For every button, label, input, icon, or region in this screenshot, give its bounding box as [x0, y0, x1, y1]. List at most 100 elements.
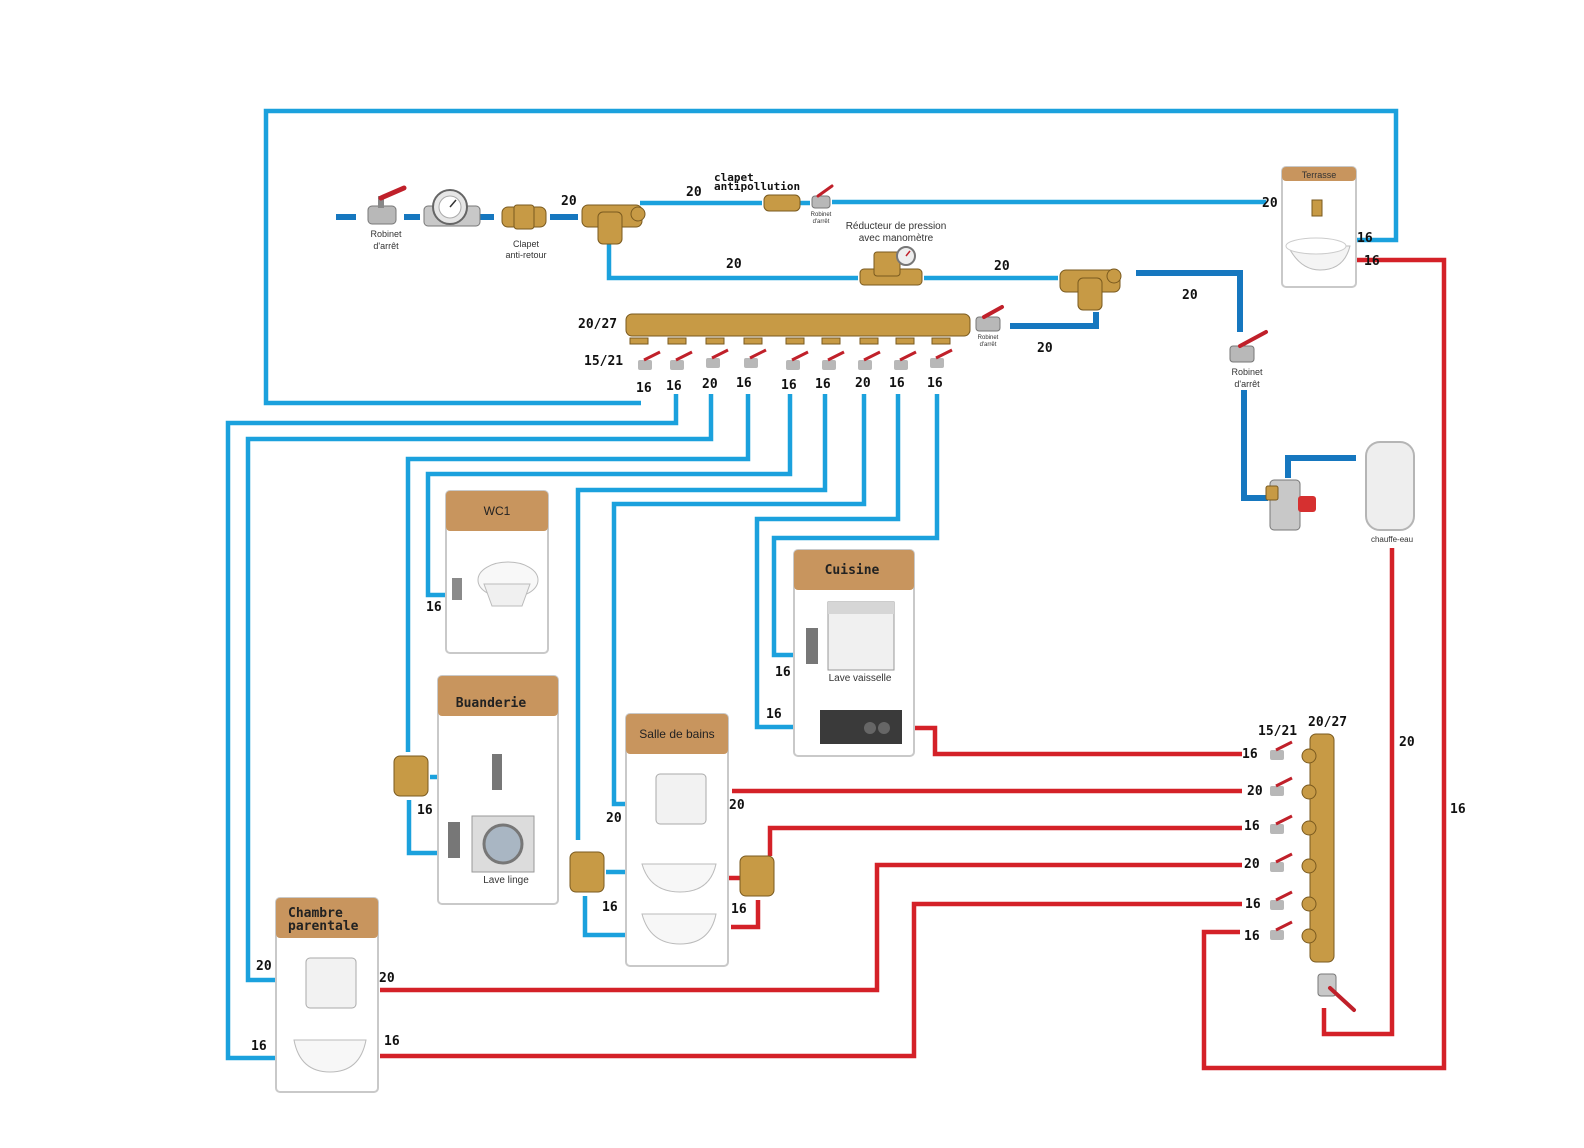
pipe-sdb-b	[582, 896, 626, 938]
room-buanderie	[393, 675, 559, 905]
check-valve-icon	[501, 204, 547, 230]
antipollution-label-1: clapet	[714, 171, 754, 184]
heater-valve-label-2: d'arrêt	[1234, 379, 1260, 389]
room-terrasse-title: Terrasse	[1302, 170, 1337, 180]
size-label: 16	[775, 665, 791, 680]
size-labels: 20 20 20 20 20 20 20 20/27 15/21 16 16 1…	[251, 185, 1466, 1054]
size-label: 20	[561, 194, 577, 209]
size-label: 20/27	[1308, 715, 1347, 730]
pipe-hot-cuisine	[914, 725, 1242, 757]
main-valve-label-2: d'arrêt	[373, 241, 399, 251]
size-label: 20	[994, 259, 1010, 274]
pipe-outlet-3	[245, 394, 714, 983]
size-label: 16	[736, 376, 752, 391]
size-label: 16	[927, 376, 943, 391]
size-label: 16	[815, 377, 831, 392]
water-heater-label: chauffe-eau	[1371, 535, 1413, 544]
size-label: 16	[251, 1039, 267, 1054]
room-chambre-title-1: Chambre	[288, 906, 343, 921]
water-meter-icon	[423, 189, 481, 227]
size-label: 20	[1399, 735, 1415, 750]
collector-end-valve-icon	[975, 305, 1004, 332]
reducer-label-2: avec manomètre	[859, 233, 934, 244]
heater-valve-icon	[1229, 330, 1268, 363]
size-label: 20	[1037, 341, 1053, 356]
cold-pipes	[225, 108, 1399, 1061]
washer-label: Lave linge	[483, 875, 529, 886]
small-valve-icon	[811, 184, 834, 209]
size-label: 15/21	[584, 354, 623, 369]
pipe-outlet-4	[405, 394, 751, 752]
size-label: 16	[766, 707, 782, 722]
pipe-heater-c	[1285, 455, 1356, 478]
size-label: 20	[729, 798, 745, 813]
size-label: 20	[379, 971, 395, 986]
pipe-loop-terrasse	[263, 108, 1399, 406]
size-label: 16	[602, 900, 618, 915]
room-chambre-title-2: parentale	[288, 919, 359, 934]
size-label: 16	[1357, 231, 1373, 246]
pipe-outlet-2	[225, 394, 679, 1061]
hot-collector-valves	[1270, 740, 1293, 940]
size-label: 16	[781, 378, 797, 393]
size-label: 16	[1364, 254, 1380, 269]
room-sdb	[569, 713, 775, 967]
pipe-hot-sdb-basins	[767, 825, 1242, 856]
size-label: 16	[1244, 819, 1260, 834]
size-label: 20	[855, 376, 871, 391]
size-label: 20/27	[578, 317, 617, 332]
size-label: 16	[666, 379, 682, 394]
pipe-hot-terrasse	[1201, 257, 1447, 1071]
pipe-hot-chambre-shower	[380, 862, 1242, 993]
antipollution-valve-icon	[763, 194, 801, 212]
room-cuisine	[793, 549, 915, 757]
size-label: 16	[731, 902, 747, 917]
pipe-terrasse-feed	[640, 199, 1266, 206]
room-buanderie-title: Buanderie	[456, 696, 527, 711]
pipe-collector-feed	[1010, 312, 1099, 329]
pipe-reducer	[606, 240, 1058, 281]
hot-collector-icon	[1301, 733, 1335, 963]
pipe-hot-sdb-b	[731, 900, 761, 930]
collector-valves	[638, 348, 953, 370]
pipe-hot-heater	[1321, 548, 1395, 1037]
size-label: 16	[417, 803, 433, 818]
tee-fitting-icon	[1059, 268, 1122, 311]
dishwasher-label: Lave vaisselle	[829, 673, 892, 684]
cold-collector-icon	[625, 313, 971, 345]
size-label: 20	[726, 257, 742, 272]
reducer-label-1: Réducteur de pression	[846, 221, 947, 232]
main-valve-label-1: Robinet	[370, 229, 402, 239]
pressure-reducer-icon	[859, 246, 923, 286]
safety-group-icon	[1265, 479, 1316, 531]
size-label: 16	[1245, 897, 1261, 912]
size-label: 20	[1247, 784, 1263, 799]
collector-valve-label-2: d'arrêt	[980, 342, 997, 348]
pipe-outlet-6	[575, 394, 828, 840]
pipe-buanderie-b	[406, 800, 442, 856]
small-valve-label-1: Robinet	[811, 212, 832, 218]
heater-valve-label-1: Robinet	[1231, 367, 1263, 377]
hot-pipes	[380, 257, 1447, 1071]
size-label: 20	[1244, 857, 1260, 872]
size-label: 16	[1450, 802, 1466, 817]
pipe-outlet-8	[754, 394, 901, 730]
pipe-heater-b	[1241, 390, 1268, 501]
room-chambre	[275, 897, 379, 1093]
check-valve-label-2: anti-retour	[505, 250, 546, 260]
room-sdb-title: Salle de bains	[639, 727, 714, 741]
check-valve-label-1: Clapet	[513, 239, 540, 249]
pipe-hot-chambre-basin	[380, 901, 1242, 1059]
size-label: 20	[1182, 288, 1198, 303]
size-label: 16	[636, 381, 652, 396]
size-label: 20	[1262, 196, 1278, 211]
size-label: 16	[384, 1034, 400, 1049]
main-valve-icon	[367, 185, 407, 225]
size-label: 16	[1242, 747, 1258, 762]
water-heater-icon	[1365, 441, 1415, 531]
collector-valve-label-1: Robinet	[978, 335, 999, 341]
pipe-outlet-9	[771, 394, 940, 658]
pipe-outlet-7	[611, 394, 867, 807]
room-wc-title: WC1	[484, 504, 511, 518]
